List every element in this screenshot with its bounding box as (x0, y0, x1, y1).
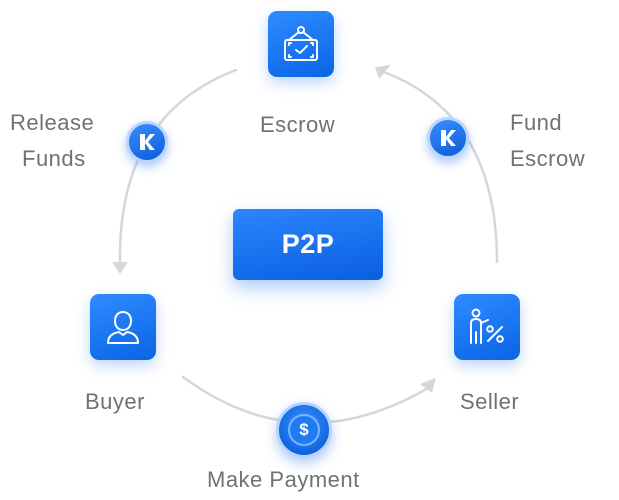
fund-escrow-label-line2: Escrow (510, 146, 586, 171)
buyer-tile (90, 294, 156, 360)
dollar-coin-icon: $ (288, 414, 320, 446)
release-funds-label-line2: Funds (22, 146, 86, 171)
arrowhead-to-escrow (375, 64, 391, 79)
make-payment-coin: $ (276, 402, 332, 458)
escrow-sign-icon (284, 26, 318, 61)
arc-escrow-to-buyer (118, 68, 238, 264)
p2p-center-box: P2P (233, 209, 383, 280)
escrow-tile (268, 11, 334, 77)
k-logo-icon (441, 130, 456, 146)
arrowhead-to-seller (420, 378, 436, 393)
user-icon (107, 311, 139, 344)
dollar-symbol: $ (299, 420, 309, 439)
release-funds-label-line1: Release (10, 110, 95, 135)
escrow-label: Escrow (260, 112, 336, 137)
buyer-label: Buyer (85, 389, 145, 414)
k-logo-icon (140, 134, 155, 150)
release-funds-badge (126, 121, 168, 163)
seller-tile (454, 294, 520, 360)
seller-label: Seller (460, 389, 520, 414)
fund-escrow-label-line1: Fund (510, 110, 563, 135)
fund-escrow-badge (427, 117, 469, 159)
arrowhead-to-buyer (112, 262, 128, 274)
seller-percent-icon (470, 308, 504, 344)
p2p-label: P2P (281, 229, 335, 259)
make-payment-label: Make Payment (207, 467, 360, 492)
arc-seller-to-escrow (382, 70, 499, 264)
